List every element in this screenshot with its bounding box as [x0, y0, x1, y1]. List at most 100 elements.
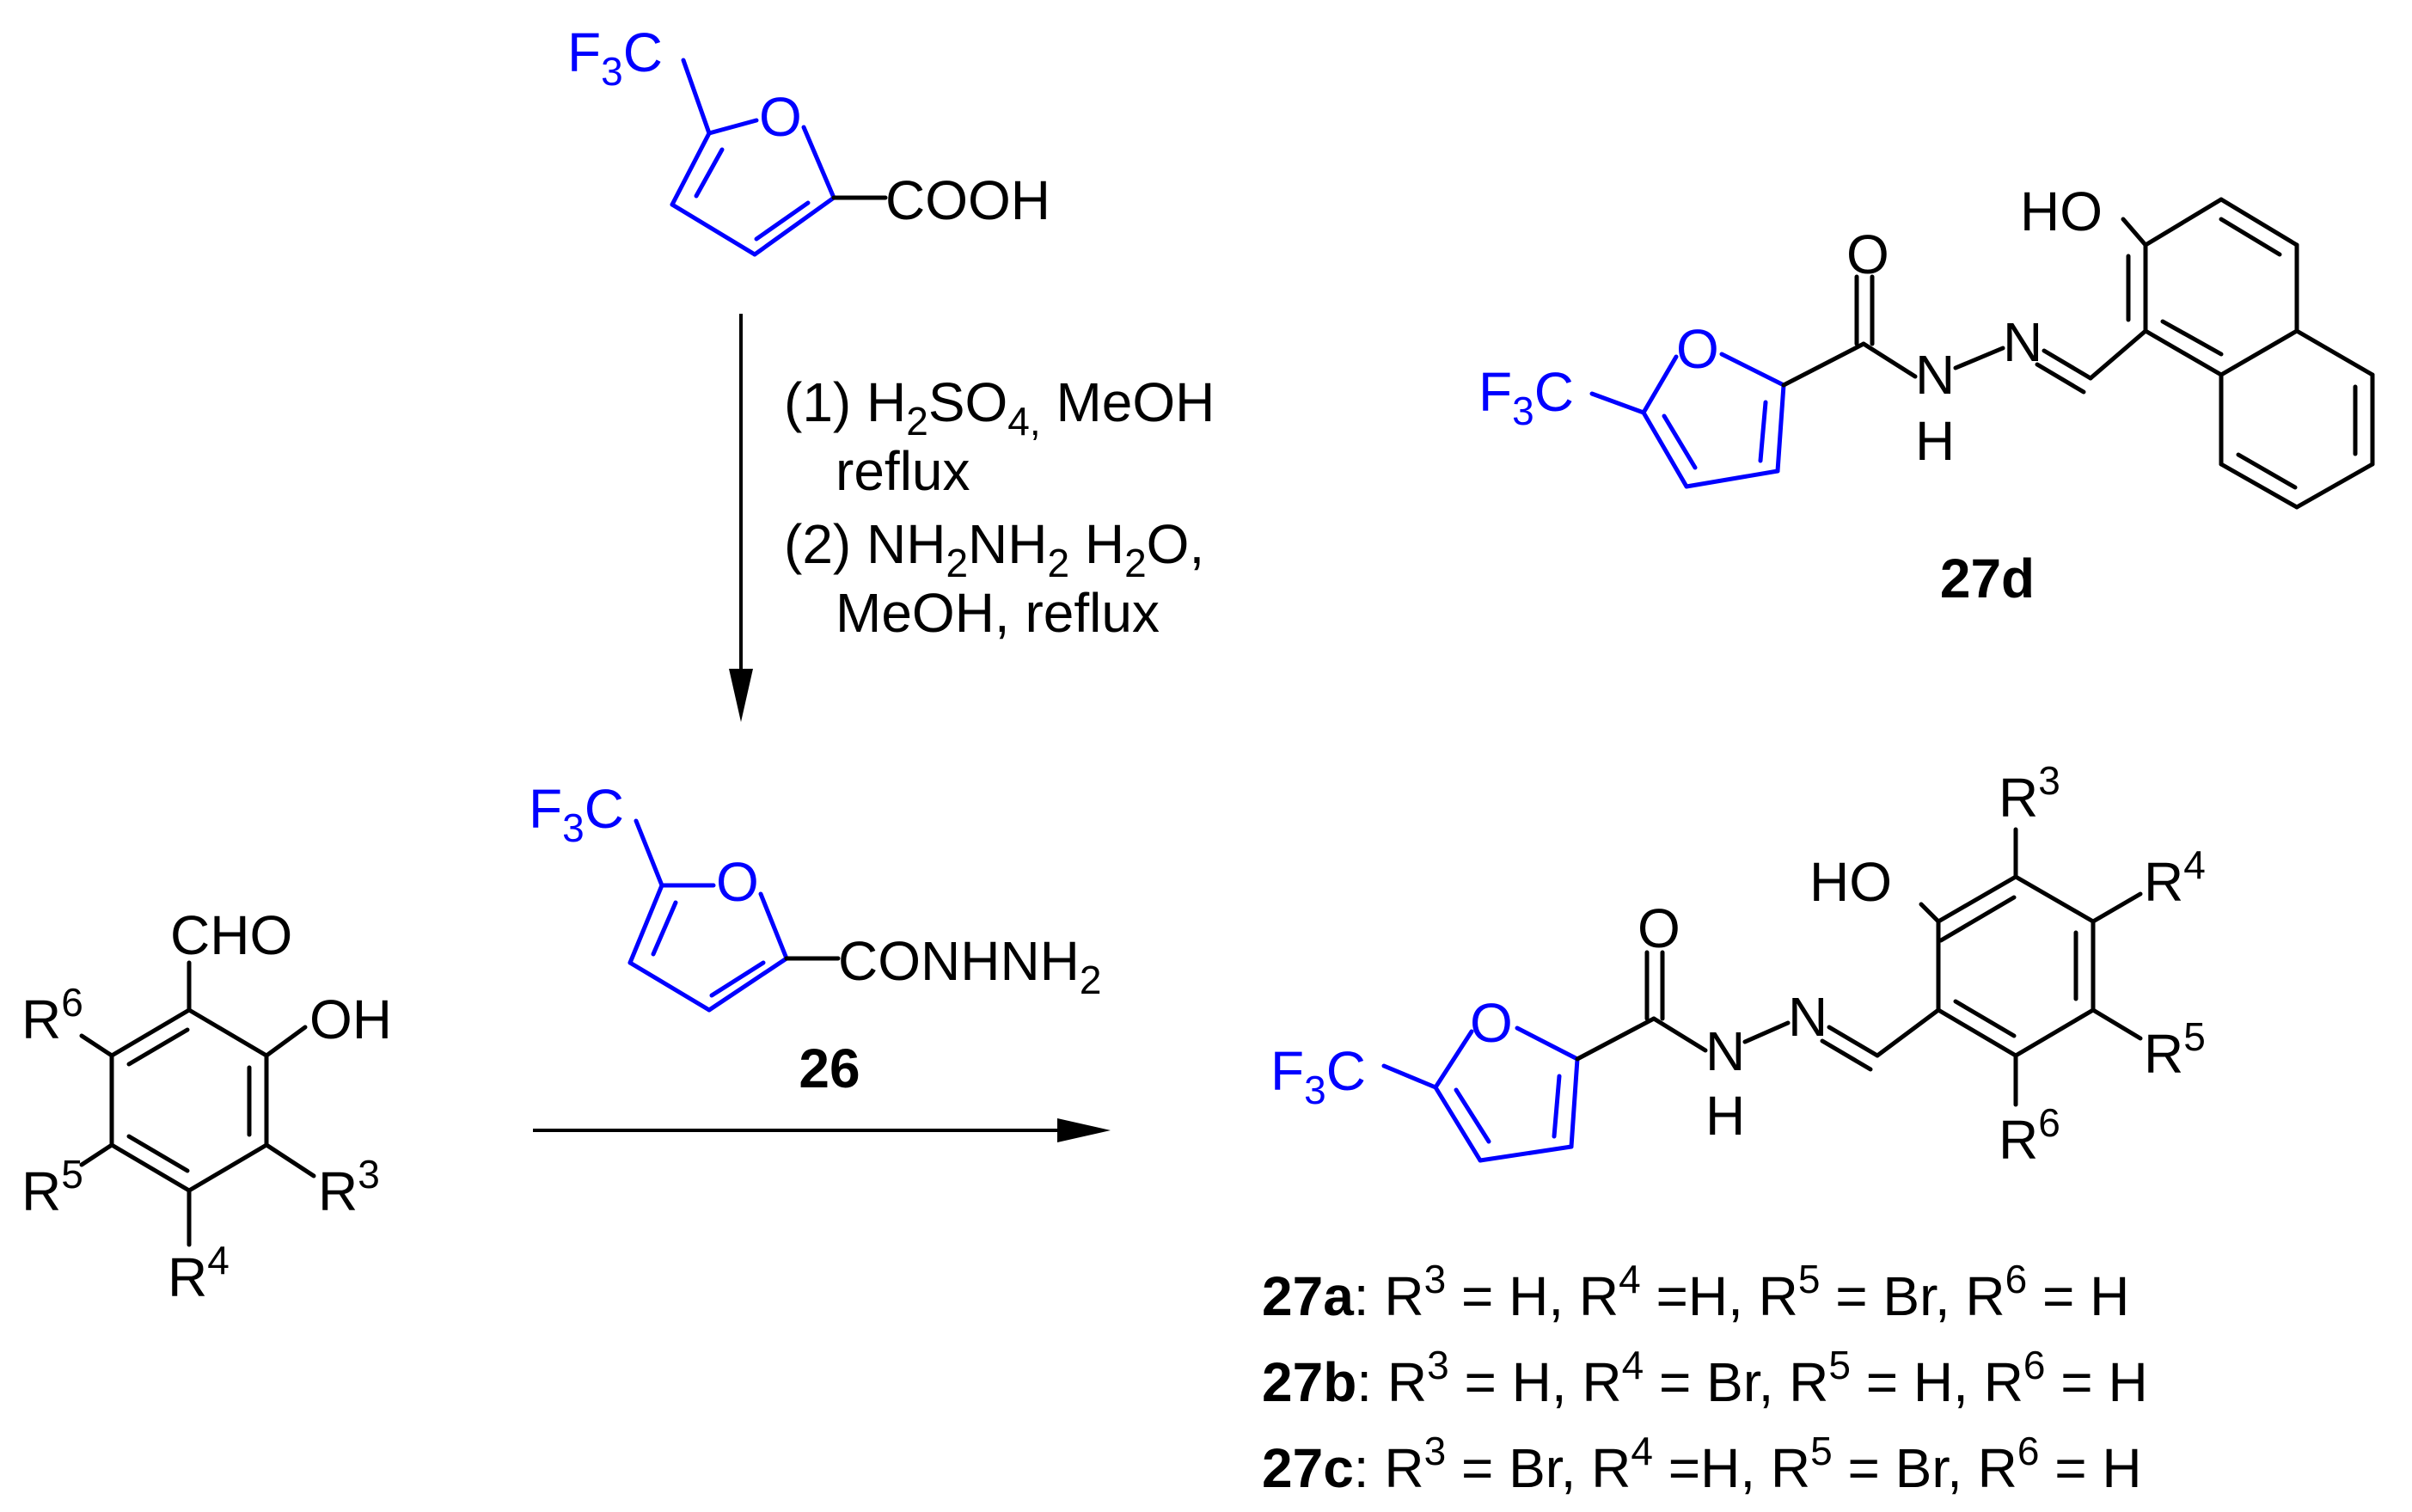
- substituted-salicylaldehyde: CHO OH R6 R5 R3 R4: [21, 904, 392, 1308]
- p27abc-carbonyl-oxygen: O: [1638, 897, 1680, 959]
- p27d-cf3-bond: [1589, 391, 1646, 415]
- compound-id-26: 26: [799, 1038, 860, 1099]
- aldehyde-ring-bond-1: [187, 1007, 269, 1058]
- aldehyde-oh-label: OH: [309, 989, 392, 1050]
- hydrazide-bond-c2-c3-double: [709, 960, 766, 998]
- p27d-bond-c3-c4: [1684, 468, 1780, 489]
- p27abc-ring-bond-5: [2013, 1007, 2096, 1058]
- substituent-legend: 27a: R3 = H, R4 =H, R5 = Br, R6 = H 27b:…: [1262, 1257, 2148, 1499]
- p27d-bond-o-c2: [1719, 352, 1786, 388]
- p27d-naph-bond-10: [2219, 462, 2299, 510]
- p27abc-ho-label: HO: [1809, 851, 1892, 913]
- p27d-naph-bond-3: [2219, 197, 2299, 248]
- p27d-cf3-label: F3C: [1478, 361, 1574, 433]
- p27d-bond-c2-carbonyl: [1781, 341, 1866, 388]
- acid-bond-c3-c4: [670, 202, 757, 257]
- product-27d: F3C O O N H N: [1478, 181, 2375, 609]
- horizontal-reaction-arrow: [533, 1118, 1111, 1142]
- p27abc-imine-nitrogen: N: [1788, 986, 1827, 1048]
- p27abc-bond-c2-c3: [1569, 1056, 1580, 1149]
- aldehyde-ring-bond-4-double: [126, 1134, 190, 1173]
- p27d-naph-bond-5: [2219, 328, 2299, 377]
- p27d-naph-bond-2: [2143, 197, 2224, 248]
- p27d-bond-ch-naph: [2088, 328, 2148, 381]
- hydrazide-bond-o-c2: [758, 891, 789, 961]
- p27d-bond-c-nh: [1861, 341, 1918, 379]
- acid-cf3-bond: [681, 58, 712, 136]
- p27d-bond-c2-c3-double: [1758, 400, 1768, 463]
- p27abc-bond-c5-o: [1433, 1029, 1474, 1090]
- aldehyde-r4-label: R4: [168, 1238, 230, 1308]
- acid-bond-o-c2: [801, 125, 836, 200]
- p27d-naph-bond-6-double: [2160, 319, 2224, 357]
- p27abc-bond-c2-c3-double: [1552, 1074, 1562, 1139]
- hydrazide-conhnh2-label: CONHNH2: [838, 930, 1101, 1002]
- p27abc-bond-c4-c5-double: [1454, 1087, 1491, 1144]
- acid-bond-c2-c3: [752, 195, 836, 257]
- p27d-naph-bond-6: [2143, 328, 2224, 377]
- p27abc-r3-label: R3: [1999, 758, 2060, 829]
- p27abc-ring-bond-2: [1936, 874, 2018, 924]
- p27abc-bond-n-n: [1742, 1020, 1791, 1044]
- p27abc-bond-c2-carbonyl: [1575, 1016, 1656, 1062]
- vertical-arrow-head: [729, 669, 753, 722]
- p27abc-ring-bond-2-double: [1938, 895, 2017, 943]
- acid-cooh-label: COOH: [885, 169, 1050, 231]
- p27d-naph-bond-9: [2294, 462, 2375, 510]
- acid-cf3-label: F3C: [567, 21, 663, 94]
- p27d-bond-c4-c5: [1641, 410, 1689, 489]
- conditions-line-3: (2) NH2NH2 H2O,: [784, 513, 1204, 585]
- p27abc-bond-oh: [1919, 902, 1941, 924]
- aldehyde-cho-label: CHO: [170, 904, 292, 966]
- aldehyde-ring-bond-6-double: [126, 1027, 190, 1067]
- legend-row-27b: 27b: R3 = H, R4 = Br, R5 = H, R6 = H: [1262, 1343, 2148, 1413]
- aldehyde-ring-bond-4: [109, 1142, 192, 1193]
- p27abc-ring-bond-3: [2013, 874, 2096, 924]
- p27d-ho-label: HO: [2020, 181, 2103, 242]
- p27abc-nh-hydrogen: H: [1705, 1085, 1745, 1147]
- p27abc-bond-ch-aryl: [1875, 1007, 1941, 1058]
- p27abc-r4-label: R4: [2144, 842, 2206, 913]
- p27abc-bond-r4: [2091, 891, 2143, 924]
- p27d-bond-oh: [2121, 217, 2148, 248]
- p27d-naph-bond-3-double: [2219, 217, 2282, 257]
- aldehyde-ring-bond-3: [187, 1142, 269, 1193]
- legend-row-27a: 27a: R3 = H, R4 =H, R5 = Br, R6 = H: [1262, 1257, 2129, 1327]
- p27abc-bond-c4-c5: [1433, 1085, 1483, 1163]
- acid-bond-c5-o: [707, 118, 759, 136]
- p27d-bond-c2-c3: [1775, 383, 1786, 474]
- legend-row-27c: 27c: R3 = Br, R4 =H, R5 = Br, R6 = H: [1262, 1429, 2142, 1499]
- p27d-carbonyl-oxygen: O: [1846, 223, 1889, 285]
- aldehyde-bond-r5: [79, 1142, 114, 1167]
- acid-bond-c4-c5-double: [694, 147, 725, 199]
- aldehyde-bond-oh: [264, 1025, 308, 1058]
- p27d-naph-bond-7: [2294, 328, 2375, 377]
- hydrazide-bond-c4-c5: [627, 883, 664, 965]
- aldehyde-bond-r6: [79, 1033, 114, 1058]
- acid-bond-c4-c5: [670, 131, 712, 207]
- aldehyde-r5-label: R5: [21, 1152, 83, 1222]
- acid-ring-oxygen: O: [759, 86, 802, 148]
- p27abc-ring-bond-6: [1936, 1007, 2018, 1058]
- hydrazide-cf3-label: F3C: [529, 778, 624, 850]
- hydrazide-bond-c4-c5-double: [651, 900, 678, 957]
- aldehyde-r6-label: R6: [21, 980, 83, 1050]
- hydrazide-bond-c3-c4: [627, 960, 712, 1013]
- p27d-bond-c5-o: [1641, 354, 1679, 415]
- p27d-nh-nitrogen: N: [1915, 344, 1955, 406]
- p27abc-nh-nitrogen: N: [1705, 1020, 1745, 1082]
- hydrazide-cf3-bond: [634, 818, 664, 888]
- p27abc-r5-label: R5: [2144, 1014, 2206, 1085]
- conditions-line-1: (1) H2SO4, MeOH: [784, 371, 1215, 444]
- aldehyde-r3-label: R3: [318, 1152, 380, 1222]
- p27abc-bond-r5: [2091, 1007, 2143, 1041]
- starting-furan-acid: F3C O COOH: [567, 21, 1050, 257]
- hydrazide-26: F3C O CONHNH2 26: [529, 778, 1101, 1099]
- p27d-ring-oxygen: O: [1676, 318, 1719, 380]
- aldehyde-bond-r3: [264, 1142, 316, 1178]
- conditions-line-2: reflux: [836, 440, 970, 502]
- p27abc-r6-label: R6: [1999, 1100, 2060, 1171]
- hydrazide-ring-oxygen: O: [716, 851, 759, 913]
- hydrazide-bond-c2-c3: [707, 956, 789, 1013]
